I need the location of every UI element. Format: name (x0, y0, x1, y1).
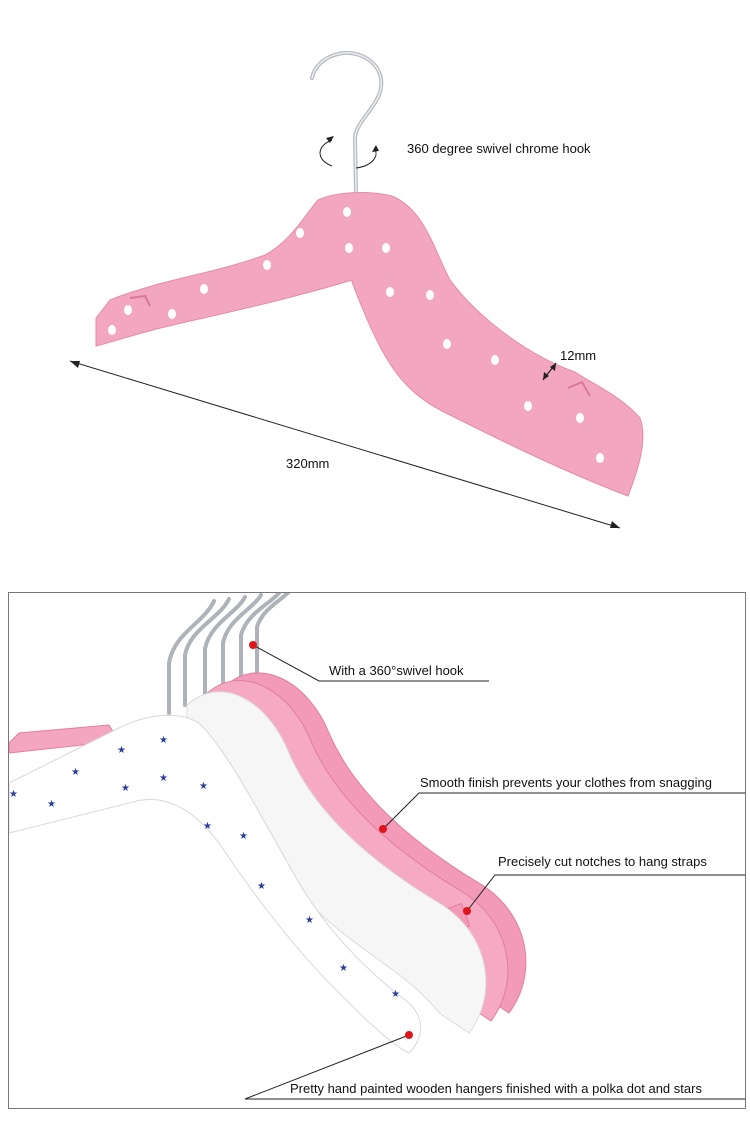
swivel-arrow-icon (319, 139, 377, 169)
white-hangers (9, 691, 487, 1054)
polka-dots (108, 207, 604, 463)
svg-text:★: ★ (199, 781, 208, 792)
swivel-hook (310, 50, 384, 194)
hooks (167, 593, 291, 715)
svg-text:★: ★ (47, 799, 56, 810)
width-arrow (69, 360, 621, 529)
svg-text:★: ★ (117, 745, 126, 756)
stacked-hangers-photo: ★ ★ ★ ★ ★ ★ ★ ★ ★ ★ ★ ★ ★ ★ (9, 593, 745, 1100)
svg-text:★: ★ (339, 963, 348, 974)
width-annotation: 320mm (286, 456, 330, 471)
svg-text:★: ★ (391, 989, 400, 1000)
svg-text:★: ★ (239, 831, 248, 842)
thickness-annotation: 12mm (560, 348, 597, 363)
callout-lines (244, 644, 745, 1100)
stacked-hangers-panel: ★ ★ ★ ★ ★ ★ ★ ★ ★ ★ ★ ★ ★ ★ (8, 592, 746, 1109)
callout-notches: Precisely cut notches to hang straps (498, 854, 707, 869)
svg-text:★: ★ (257, 881, 266, 892)
callout-smooth-finish: Smooth finish prevents your clothes from… (420, 775, 712, 790)
svg-text:★: ★ (305, 915, 314, 926)
svg-text:★: ★ (71, 767, 80, 778)
pink-hanger-body (95, 192, 644, 497)
svg-text:★: ★ (159, 773, 168, 784)
svg-text:★: ★ (121, 783, 130, 794)
svg-text:★: ★ (203, 821, 212, 832)
svg-text:★: ★ (159, 735, 168, 746)
callout-hand-painted: Pretty hand painted wooden hangers finis… (290, 1081, 702, 1096)
hanger-diagram (69, 50, 644, 529)
svg-text:★: ★ (9, 789, 18, 800)
hook-annotation: 360 degree swivel chrome hook (407, 141, 591, 156)
stars: ★ ★ ★ ★ ★ ★ ★ ★ ★ ★ ★ ★ ★ ★ (9, 735, 400, 1000)
callout-markers (249, 641, 471, 1039)
callout-swivel-hook: With a 360°swivel hook (329, 663, 464, 678)
